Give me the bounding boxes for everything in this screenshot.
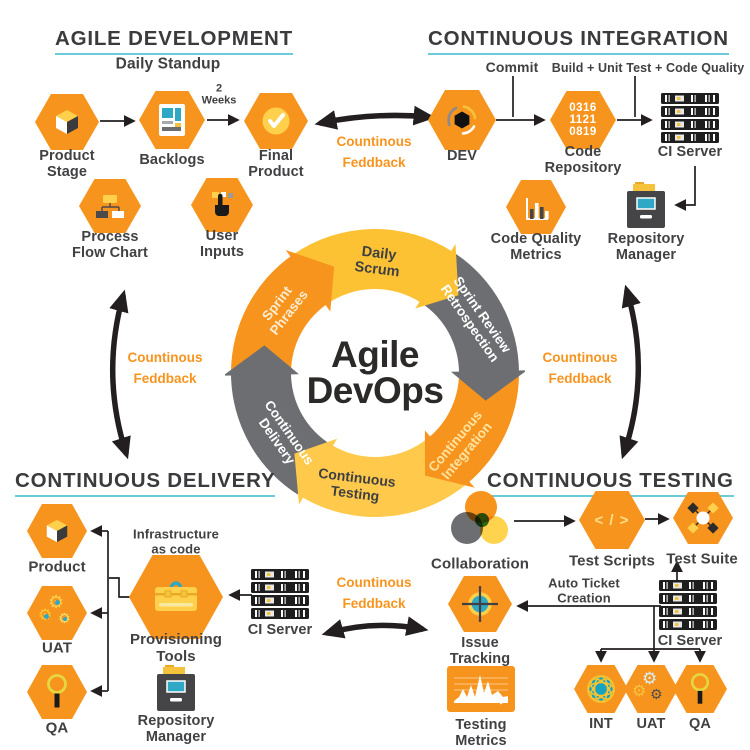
- uat-right-hex: ⚙ ⚙ ⚙: [624, 665, 678, 713]
- suite-network-icon: [687, 502, 719, 534]
- magnifier-icon: [47, 674, 67, 708]
- dev-hex: [428, 90, 496, 150]
- collaboration-venn-icon: [451, 491, 508, 544]
- toolbox-icon: [155, 581, 197, 611]
- code-quality-metrics-label: Code Quality Metrics: [490, 230, 582, 263]
- dev-label: DEV: [446, 147, 478, 164]
- commit-label: Commit: [485, 59, 539, 76]
- auto-ticket-creation-label: Auto Ticket Creation: [548, 575, 620, 605]
- test-scripts-label: Test Scripts: [569, 552, 655, 570]
- gears-icon: ⚙ ⚙ ⚙: [36, 593, 78, 632]
- cube-icon: [56, 110, 78, 134]
- feedback-arrow-bottom: [321, 616, 429, 639]
- ring-center-title: Agile DevOps: [306, 333, 444, 411]
- repository-manager-icon-delivery: [157, 665, 195, 711]
- feedback-label-bottom: Countinous Feddback: [336, 575, 412, 611]
- agile-development-heading: AGILE DEVELOPMENT: [55, 27, 293, 55]
- testing-metrics-label: Testing Metrics: [455, 716, 507, 749]
- user-inputs-label: User Inputs: [199, 227, 245, 260]
- ci-server-label-testing: CI Server: [657, 632, 723, 649]
- repository-manager-label-top: Repository Manager: [607, 230, 685, 263]
- code-brackets-icon: < / >: [594, 511, 630, 529]
- magnifier-icon: [690, 672, 710, 704]
- uat-right-label: UAT: [636, 715, 666, 732]
- collaboration-label: Collaboration: [431, 555, 529, 573]
- continuous-integration-heading: CONTINUOUS INTEGRATION: [428, 27, 729, 55]
- int-hex: [574, 665, 628, 713]
- check-icon: [262, 107, 290, 135]
- metrics-waveform-icon: [454, 675, 508, 705]
- arrow-ciserver-to-repomanager: [674, 166, 696, 211]
- dev-cycle-icon: [447, 105, 477, 135]
- feedback-label-top: Countinous Feddback: [336, 134, 412, 170]
- crosshair-icon: [462, 586, 498, 622]
- two-weeks-label: 2 Weeks: [201, 82, 237, 106]
- testing-branch-line: [601, 606, 700, 650]
- feedback-arrow-right: [619, 284, 642, 460]
- repository-manager-icon-top: [627, 182, 665, 228]
- bar-chart-icon: [526, 198, 549, 220]
- repo-numbers: 0316 1121 0819: [569, 101, 597, 139]
- product-label: Product: [28, 558, 86, 576]
- qa-left-label: QA: [45, 719, 69, 737]
- flowchart-icon: [96, 194, 124, 218]
- qa-right-label: QA: [689, 715, 711, 732]
- ci-server-label-top: CI Server: [657, 143, 723, 160]
- uat-left-hex: ⚙ ⚙ ⚙: [27, 586, 87, 640]
- process-flow-chart-label: Process Flow Chart: [72, 228, 148, 261]
- test-suite-label: Test Suite: [666, 550, 738, 568]
- feedback-label-left: Countinous Feddback: [127, 350, 203, 386]
- feedback-arrow-top: [314, 105, 436, 130]
- kanban-card-icon: [159, 104, 185, 136]
- product-stage-label: Product Stage: [39, 147, 95, 180]
- code-quality-metrics-hex: [506, 180, 566, 234]
- ci-server-icon-top: [661, 93, 719, 143]
- repository-manager-label-delivery: Repository Manager: [137, 712, 215, 745]
- qa-right-hex: [673, 665, 727, 713]
- provisioning-tools-hex: [129, 555, 223, 639]
- continuous-delivery-heading: CONTINUOUS DELIVERY: [15, 469, 276, 497]
- ci-server-icon-delivery: [251, 569, 309, 619]
- provisioning-branch-line: [109, 577, 130, 598]
- hand-touch-icon: [212, 192, 233, 216]
- devops-cycle-ring: [225, 228, 525, 518]
- globe-icon: [587, 675, 615, 703]
- provisioning-tools-label: Provisioning Tools: [129, 631, 223, 665]
- feedback-arrow-left: [109, 289, 131, 460]
- ci-server-label-delivery: CI Server: [247, 621, 313, 638]
- ci-server-icon-testing: [659, 580, 717, 630]
- build-unit-test-label: Build + Unit Test + Code Quality: [551, 61, 745, 75]
- gears-icon: ⚙ ⚙ ⚙: [632, 669, 663, 702]
- testing-metrics-panel: [447, 666, 515, 712]
- int-label: INT: [589, 715, 613, 732]
- product-hex: [27, 504, 87, 558]
- ring-label-daily-scrum: Daily Scrum: [353, 243, 401, 281]
- code-repository-label: Code Repository: [544, 143, 622, 176]
- qa-left-hex: [27, 665, 87, 719]
- feedback-label-right: Countinous Feddback: [542, 350, 618, 386]
- infrastructure-as-code-label: Infrastructure as code: [133, 526, 219, 556]
- daily-standup-label: Daily Standup: [115, 55, 221, 73]
- issue-tracking-label: Issue Tracking: [449, 634, 511, 667]
- cube-icon: [46, 519, 68, 543]
- final-product-label: Final Product: [248, 147, 304, 180]
- backlogs-label: Backlogs: [139, 151, 205, 168]
- uat-left-label: UAT: [41, 639, 73, 657]
